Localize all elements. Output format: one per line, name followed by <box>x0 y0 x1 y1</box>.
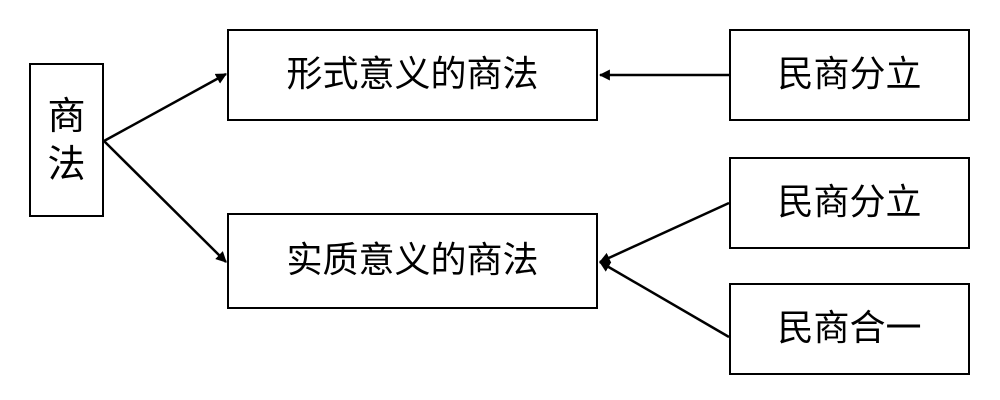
commercial-law-root-box: 商 法 <box>29 63 104 217</box>
root-char-2: 法 <box>47 142 86 186</box>
formal-commercial-law-label: 形式意义的商法 <box>286 54 539 95</box>
formal-commercial-law-box: 形式意义的商法 <box>227 29 598 121</box>
arrow-root-to-material <box>103 140 227 263</box>
civil-commercial-separate-label-top: 民商分立 <box>777 54 922 95</box>
civil-commercial-separate-box-top: 民商分立 <box>729 29 970 121</box>
civil-commercial-separate-box-middle: 民商分立 <box>729 157 970 249</box>
material-commercial-law-label: 实质意义的商法 <box>286 240 539 281</box>
civil-commercial-separate-label-middle: 民商分立 <box>777 182 922 223</box>
root-char-1: 商 <box>47 94 86 138</box>
material-commercial-law-box: 实质意义的商法 <box>227 213 598 309</box>
arrow-separate-to-material <box>598 201 730 264</box>
civil-commercial-unified-box: 民商合一 <box>729 283 970 375</box>
arrow-unified-to-material <box>599 260 730 339</box>
arrow-root-to-formal <box>103 72 227 143</box>
civil-commercial-unified-label: 民商合一 <box>777 308 922 349</box>
